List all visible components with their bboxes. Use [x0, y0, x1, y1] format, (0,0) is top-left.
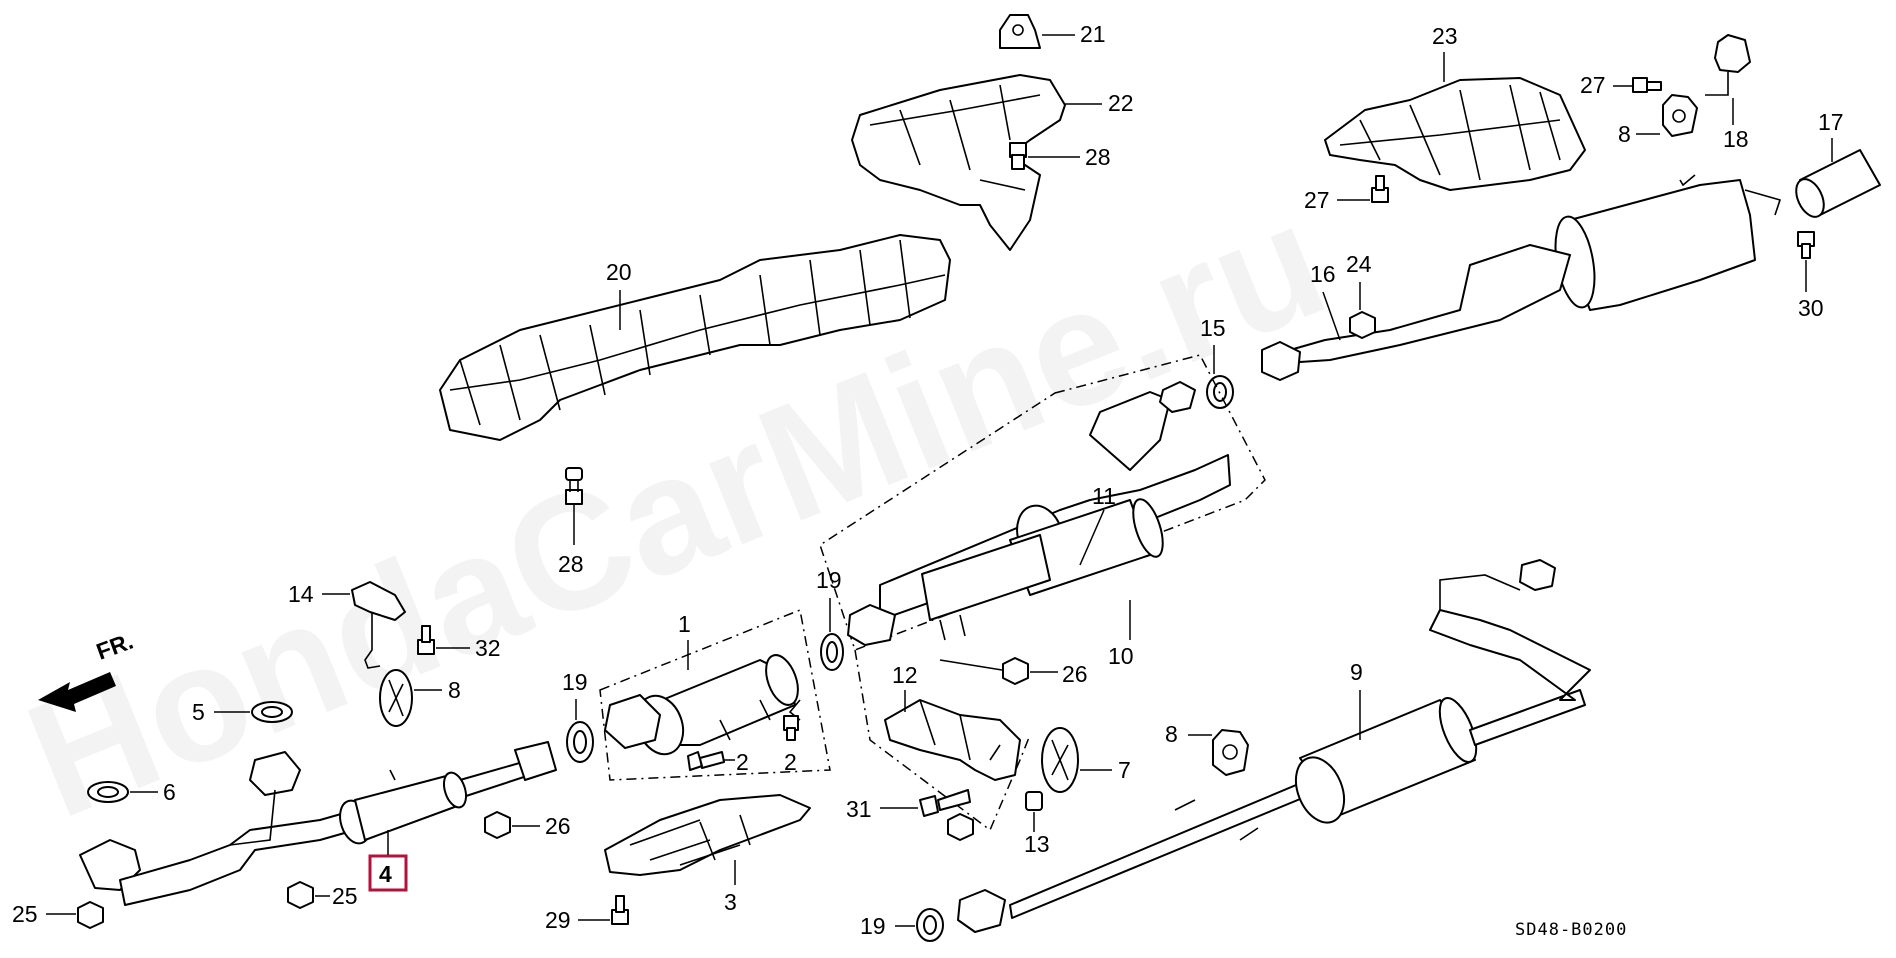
part-25-nut-mid[interactable]	[287, 881, 314, 909]
callout-15: 15	[1200, 315, 1226, 341]
callout-28-lower: 28	[558, 551, 584, 577]
callout-1: 1	[678, 611, 691, 637]
part-31-bolt[interactable]	[919, 789, 971, 817]
callout-24: 24	[1346, 251, 1372, 277]
part-13-collar[interactable]	[1025, 791, 1043, 811]
part-2-bolt-a[interactable]	[687, 751, 725, 771]
part-20-heat-shield[interactable]	[439, 234, 951, 441]
part-12-bracket[interactable]	[884, 699, 1021, 781]
callout-25-left: 25	[12, 901, 38, 927]
part-16-muffler-assembly[interactable]	[1261, 174, 1782, 381]
part-19-gasket-mid[interactable]	[820, 633, 844, 671]
part-28-bolt-upper[interactable]	[1009, 142, 1027, 170]
part-32-bolt[interactable]	[417, 625, 435, 655]
callout-10: 10	[1108, 643, 1134, 669]
part-29-bolt[interactable]	[611, 895, 629, 925]
assembly-12-outline	[854, 649, 1031, 832]
part-26-nut-front[interactable]	[484, 811, 511, 839]
part-8-rubber-mount-upper[interactable]	[1662, 94, 1698, 137]
callout-3: 3	[724, 889, 737, 915]
part-25-nut-left[interactable]	[77, 901, 104, 929]
part-5-gasket[interactable]	[251, 701, 293, 723]
diagram-code: SD48-B0200	[1515, 920, 1627, 940]
part-1-catalytic-converter[interactable]	[604, 651, 804, 761]
callout-29: 29	[545, 907, 571, 933]
callout-6: 6	[163, 779, 176, 805]
part-23-rear-heat-shield[interactable]	[1324, 77, 1586, 191]
part-19-gasket-lower[interactable]	[916, 908, 944, 942]
assembly-1-outline	[599, 608, 831, 781]
callout-8-front: 8	[448, 677, 461, 703]
part-28-bolt-lower[interactable]	[565, 467, 583, 505]
part-11-center-pipe[interactable]	[847, 381, 1231, 646]
part-6-gasket[interactable]	[87, 781, 129, 803]
callout-30: 30	[1798, 295, 1824, 321]
callout-26-front: 26	[545, 813, 571, 839]
callout-13: 13	[1024, 831, 1050, 857]
callout-19-mid: 19	[816, 567, 842, 593]
callout-8-upper: 8	[1618, 121, 1631, 147]
part-7-rubber-mount[interactable]	[1041, 727, 1079, 793]
part-8-rubber-mount-lower[interactable]	[1212, 729, 1249, 776]
callout-4-highlight-box	[368, 854, 408, 892]
callout-22: 22	[1108, 90, 1134, 116]
callout-18: 18	[1723, 126, 1749, 152]
part-8-rubber-mount-front[interactable]	[379, 669, 413, 727]
callout-19-front: 19	[562, 669, 588, 695]
part-21-bracket[interactable]	[999, 14, 1041, 49]
callout-12: 12	[892, 662, 918, 688]
callout-25-mid: 25	[332, 883, 358, 909]
part-19-gasket-front[interactable]	[566, 721, 594, 763]
callout-2-a: 2	[736, 749, 749, 775]
callout-11: 11	[1092, 483, 1116, 509]
callout-23: 23	[1432, 23, 1458, 49]
callout-8-lower: 8	[1165, 721, 1178, 747]
part-unlabeled-nut-12	[947, 813, 974, 841]
part-3-lower-heat-shield[interactable]	[604, 794, 811, 876]
callout-9: 9	[1350, 659, 1363, 685]
part-14-bracket[interactable]	[351, 581, 406, 669]
front-direction-arrow	[38, 672, 116, 712]
callout-28-upper: 28	[1085, 144, 1111, 170]
part-22-heat-shield-upper[interactable]	[851, 74, 1066, 251]
callout-26-center: 26	[1062, 661, 1088, 687]
part-26-nut-center[interactable]	[1002, 657, 1029, 685]
callout-2-b: 2	[784, 749, 797, 775]
callout-31: 31	[846, 796, 872, 822]
callout-20: 20	[606, 259, 632, 285]
callout-27-b: 27	[1304, 187, 1330, 213]
part-17-tailpipe-finisher[interactable]	[1791, 149, 1881, 221]
callout-14: 14	[288, 581, 314, 607]
callout-5: 5	[192, 699, 205, 725]
part-24-nut[interactable]	[1349, 311, 1376, 339]
part-30-bolt[interactable]	[1797, 231, 1815, 259]
callout-32: 32	[475, 635, 501, 661]
callout-27-a: 27	[1580, 72, 1606, 98]
callout-21: 21	[1080, 21, 1106, 47]
callout-19-lower: 19	[860, 913, 886, 939]
part-9-sub-muffler-pipe[interactable]	[957, 559, 1591, 933]
callout-4[interactable]: 4	[379, 861, 392, 887]
callout-7: 7	[1118, 757, 1131, 783]
part-27-bolt-a[interactable]	[1632, 77, 1662, 93]
part-4-front-exhaust-pipe[interactable]	[79, 741, 557, 906]
callout-17: 17	[1818, 109, 1844, 135]
part-2-bolt-b[interactable]	[783, 715, 799, 741]
callout-16: 16	[1310, 261, 1336, 287]
part-27-bolt-b[interactable]	[1371, 175, 1389, 203]
part-18-hanger[interactable]	[1705, 34, 1751, 96]
